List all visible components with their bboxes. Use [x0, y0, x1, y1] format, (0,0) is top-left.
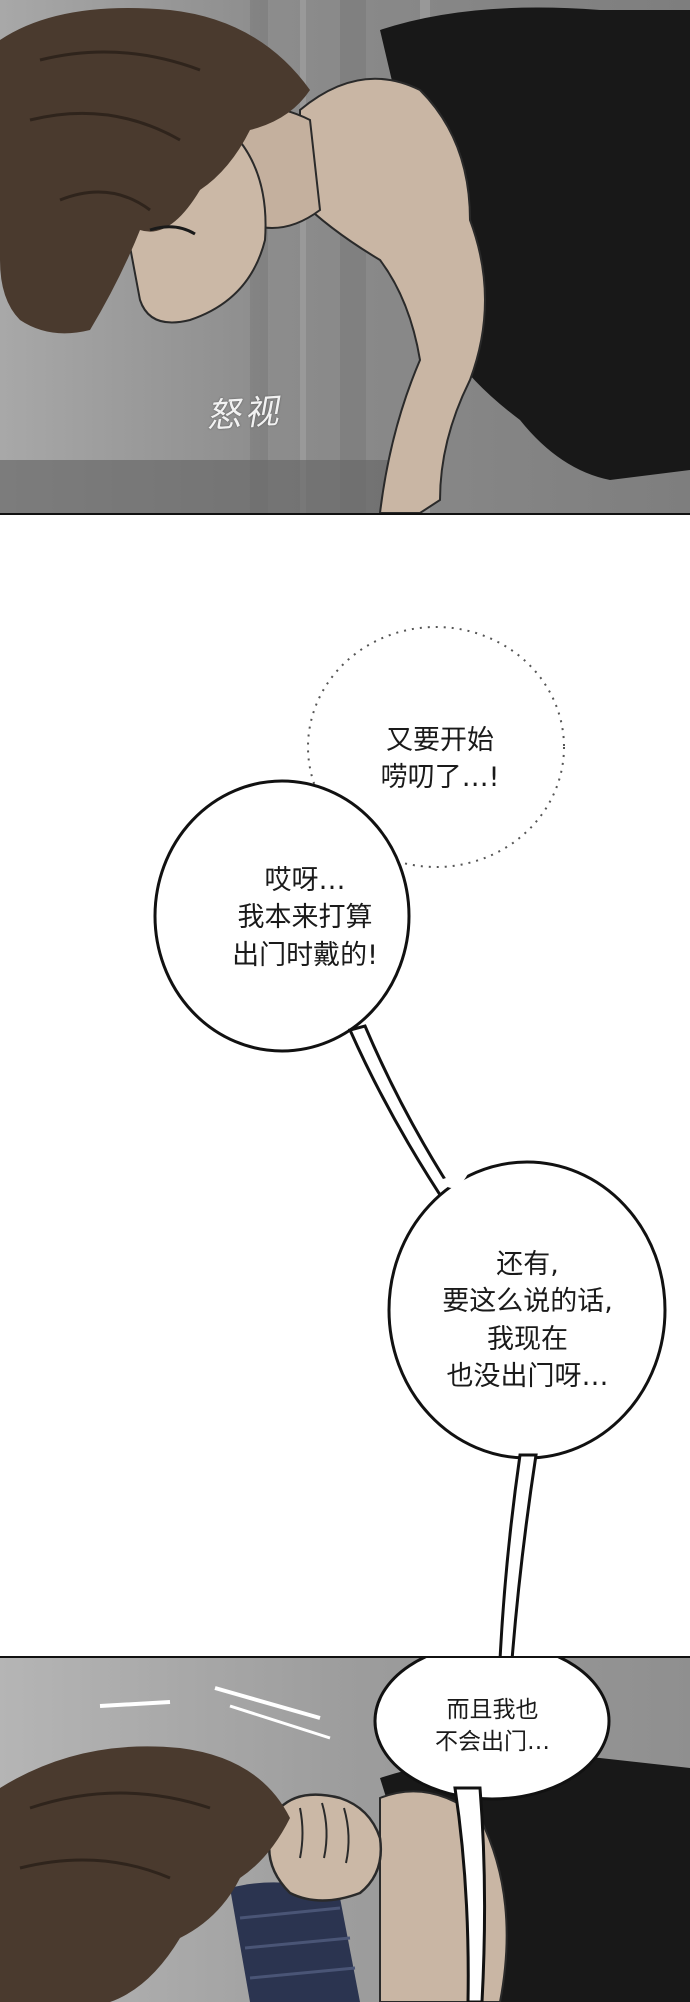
bubble-line: 哎呀…: [180, 862, 430, 899]
bubble-line: 而且我也: [385, 1695, 600, 1727]
bubble-line: 我现在: [395, 1321, 660, 1358]
comic-panel-top: 怒视: [0, 0, 690, 515]
glare-sound-effect: 怒视: [204, 383, 283, 437]
bubble-line: 唠叨了…!: [330, 759, 550, 796]
speech-bubble-3-text: 而且我也 不会出门…: [385, 1695, 600, 1758]
bubble-line: 还有,: [395, 1246, 660, 1283]
bubble-line: 又要开始: [330, 722, 550, 759]
panel-top-artwork: [0, 0, 690, 513]
bubble-line: 也没出门呀…: [395, 1358, 660, 1395]
bubble-line: 我本来打算: [180, 899, 430, 936]
speech-bubble-tail-2: [500, 1455, 536, 1660]
speech-bubble-2-text: 还有, 要这么说的话, 我现在 也没出门呀…: [395, 1246, 660, 1395]
bubble-line: 要这么说的话,: [395, 1283, 660, 1320]
bubble-line: 不会出门…: [385, 1727, 600, 1759]
speech-bubble-1-text: 哎呀… 我本来打算 出门时戴的!: [180, 862, 430, 974]
bubble-line: 出门时戴的!: [180, 937, 430, 974]
floor-band: [0, 460, 420, 513]
thought-bubble-text: 又要开始 唠叨了…!: [330, 722, 550, 797]
motion-line: [100, 1702, 170, 1706]
